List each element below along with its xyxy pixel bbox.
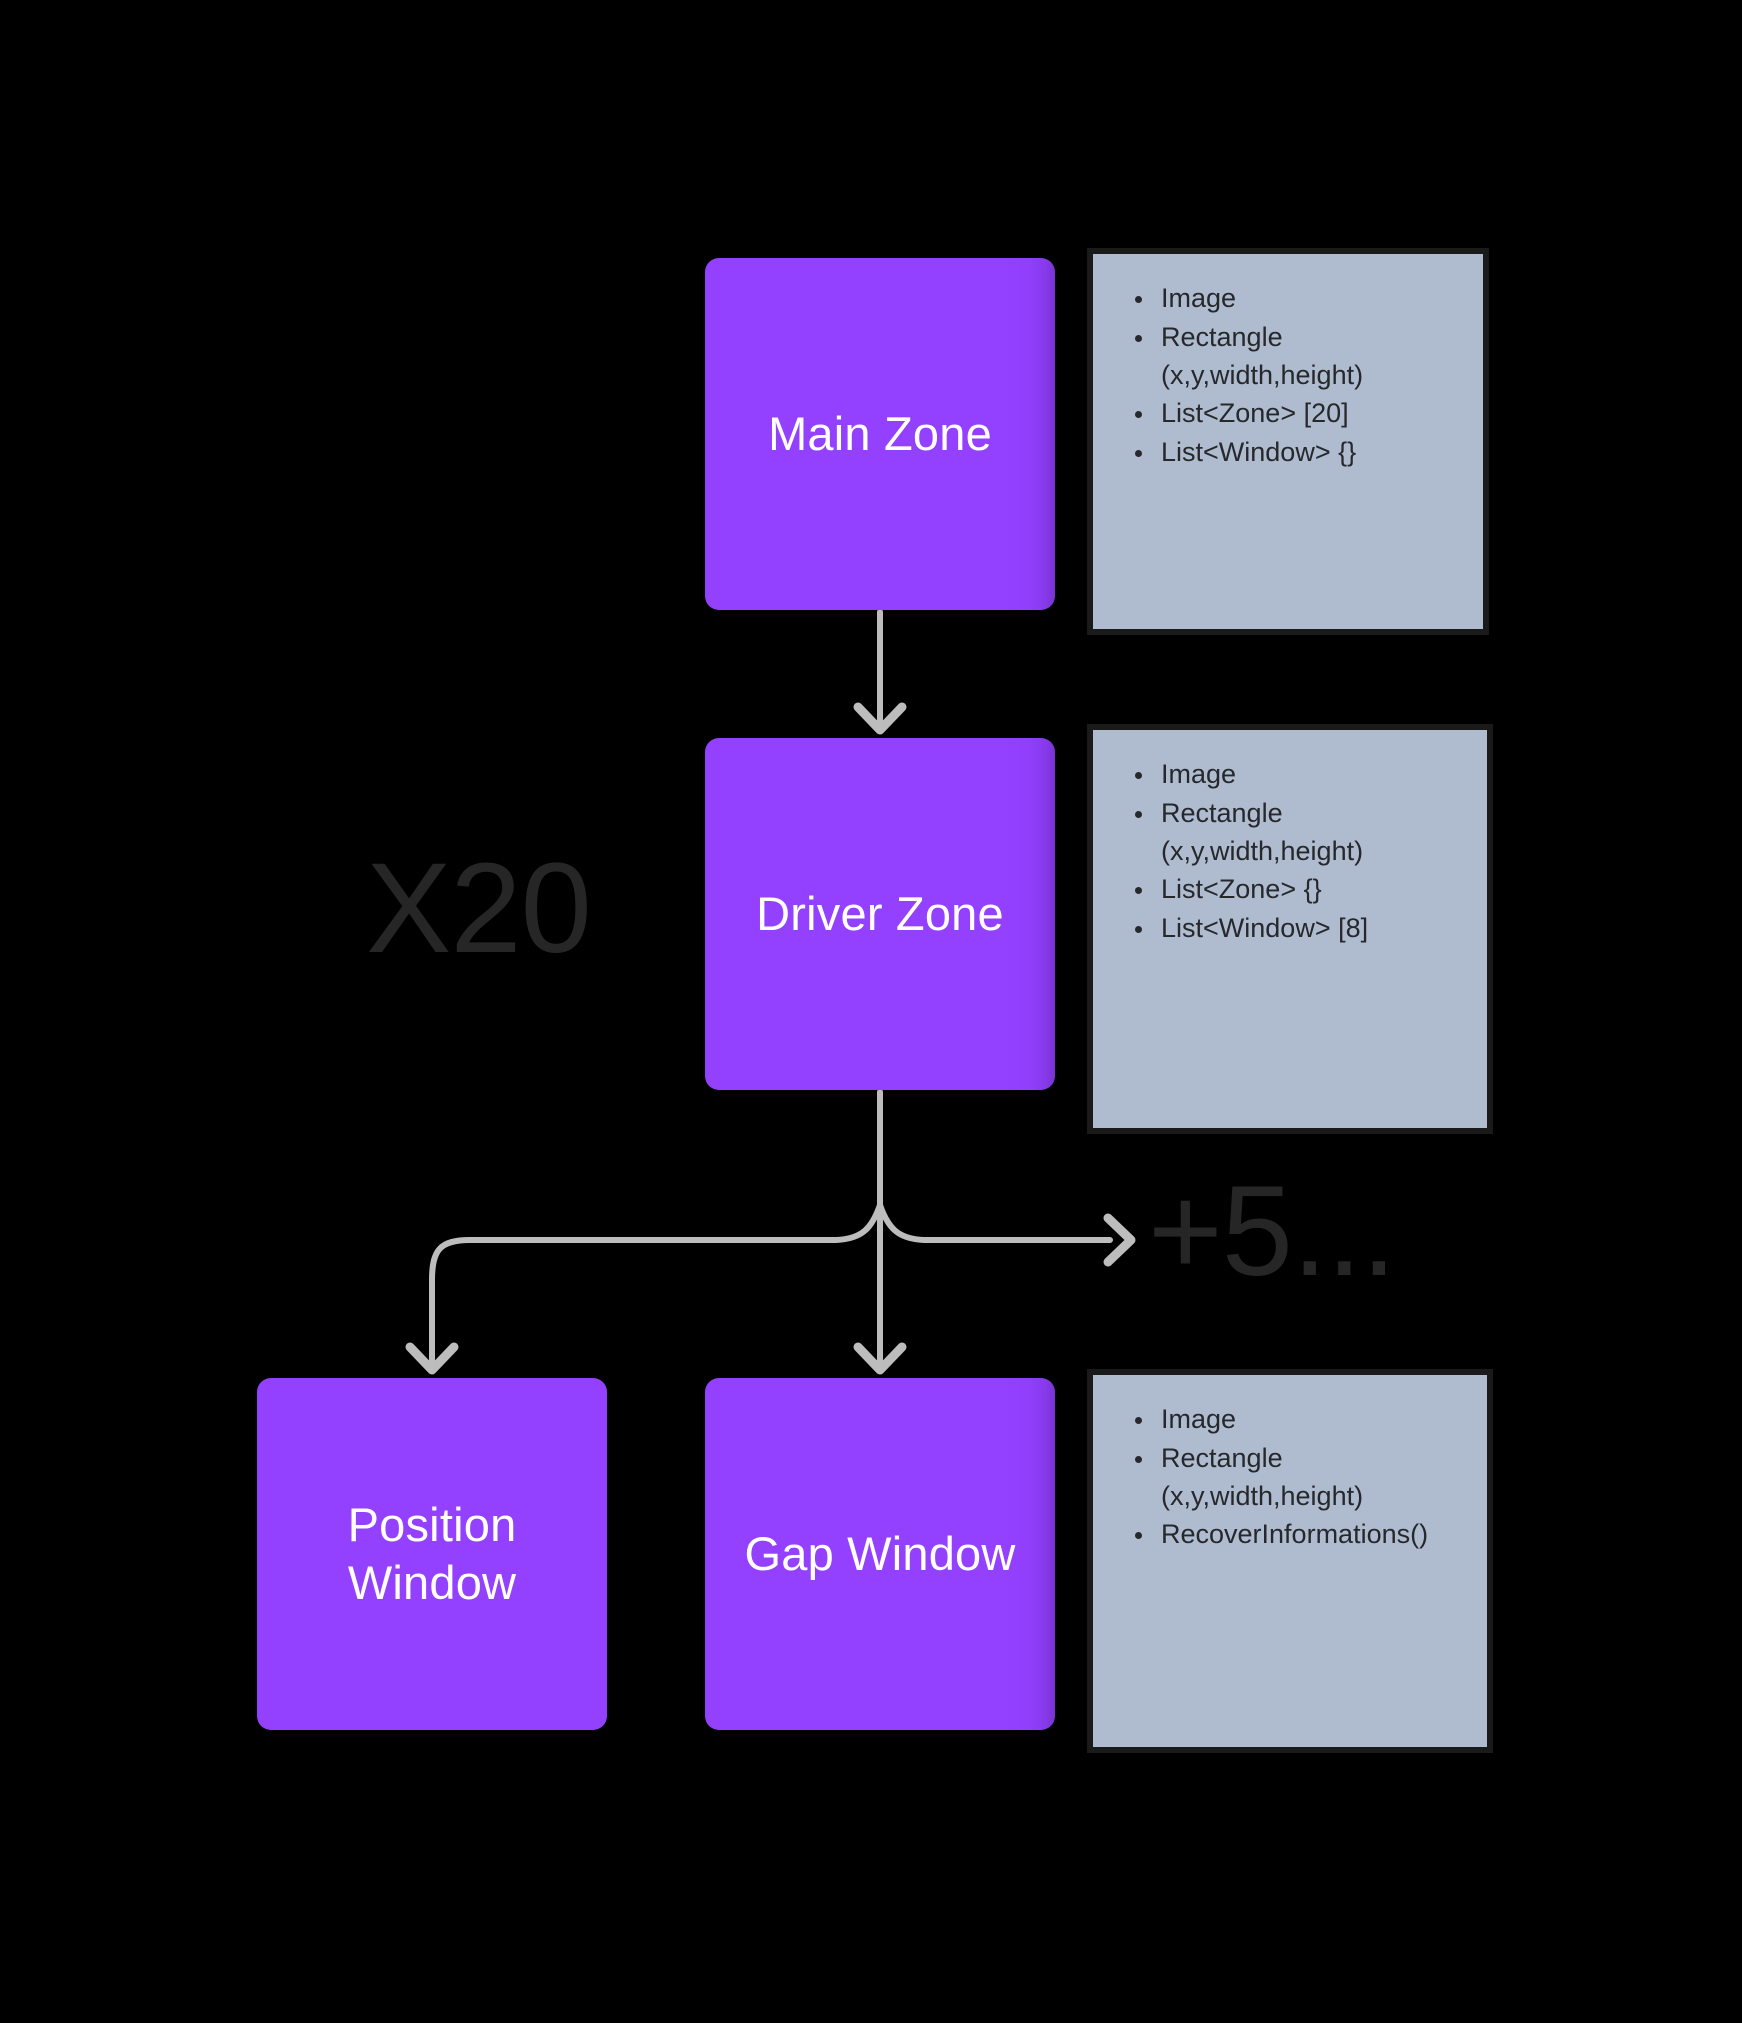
note-item-text: List<Zone> {} (1161, 874, 1322, 905)
list-item: List<Zone> [20] (1127, 395, 1453, 433)
connector-driver-zone-to-position-window (410, 1202, 883, 1370)
note-gap-window-list: Image Rectangle (x,y,width,height) Recov… (1127, 1401, 1457, 1554)
list-item: Image (1127, 1401, 1457, 1439)
list-item: List<Window> [8] (1127, 910, 1457, 948)
note-item-continuation: (x,y,width,height) (1161, 1480, 1364, 1511)
list-item: Image (1127, 756, 1457, 794)
node-driver-zone[interactable]: Driver Zone (705, 738, 1055, 1090)
list-item: List<Zone> {} (1127, 871, 1457, 909)
note-driver-zone-list: Image Rectangle (x,y,width,height) List<… (1127, 756, 1457, 948)
note-item-text: List<Window> [8] (1161, 913, 1369, 944)
note-item-continuation: (x,y,width,height) (1161, 359, 1364, 390)
list-item: Image (1127, 280, 1453, 318)
note-item-text: Image (1161, 283, 1237, 313)
note-item-text: Rectangle (1161, 797, 1283, 828)
note-main-zone-list: Image Rectangle (x,y,width,height) List<… (1127, 280, 1453, 472)
connector-driver-zone-to-gap-window (858, 1202, 902, 1370)
node-position-window-label: Position Window (348, 1496, 517, 1613)
multiplier-label-zone: X20 (366, 837, 592, 980)
node-main-zone[interactable]: Main Zone (705, 258, 1055, 610)
note-gap-window: Image Rectangle (x,y,width,height) Recov… (1093, 1375, 1487, 1747)
node-position-window-label-line1: Position (347, 1497, 517, 1551)
note-item-text: Image (1161, 759, 1237, 789)
node-gap-window-label: Gap Window (744, 1526, 1016, 1580)
node-position-window[interactable]: Position Window (257, 1378, 607, 1730)
list-item: Rectangle (x,y,width,height) (1127, 319, 1453, 395)
note-item-text: Rectangle (1161, 1442, 1283, 1473)
note-item-continuation: (x,y,width,height) (1161, 835, 1364, 866)
list-item: Rectangle (x,y,width,height) (1127, 1440, 1457, 1516)
multiplier-label-window: +5... (1148, 1160, 1397, 1303)
list-item: Rectangle (x,y,width,height) (1127, 795, 1457, 871)
list-item: RecoverInformations() (1127, 1516, 1457, 1554)
note-main-zone: Image Rectangle (x,y,width,height) List<… (1093, 254, 1483, 629)
note-item-text: Rectangle (1161, 321, 1283, 352)
note-item-text: List<Window> {} (1161, 437, 1357, 468)
note-driver-zone: Image Rectangle (x,y,width,height) List<… (1093, 730, 1487, 1128)
note-item-text: Image (1161, 1404, 1237, 1434)
note-item-text: List<Zone> [20] (1161, 398, 1349, 429)
node-gap-window[interactable]: Gap Window (705, 1378, 1055, 1730)
connector-driver-zone-to-more-windows (877, 1202, 1131, 1262)
node-position-window-label-line2: Window (347, 1556, 517, 1609)
connector-main-zone-to-driver-zone (858, 609, 902, 730)
list-item: List<Window> {} (1127, 434, 1453, 472)
node-driver-zone-label: Driver Zone (756, 886, 1004, 940)
note-item-text: RecoverInformations() (1161, 1519, 1429, 1550)
node-main-zone-label: Main Zone (768, 406, 992, 460)
